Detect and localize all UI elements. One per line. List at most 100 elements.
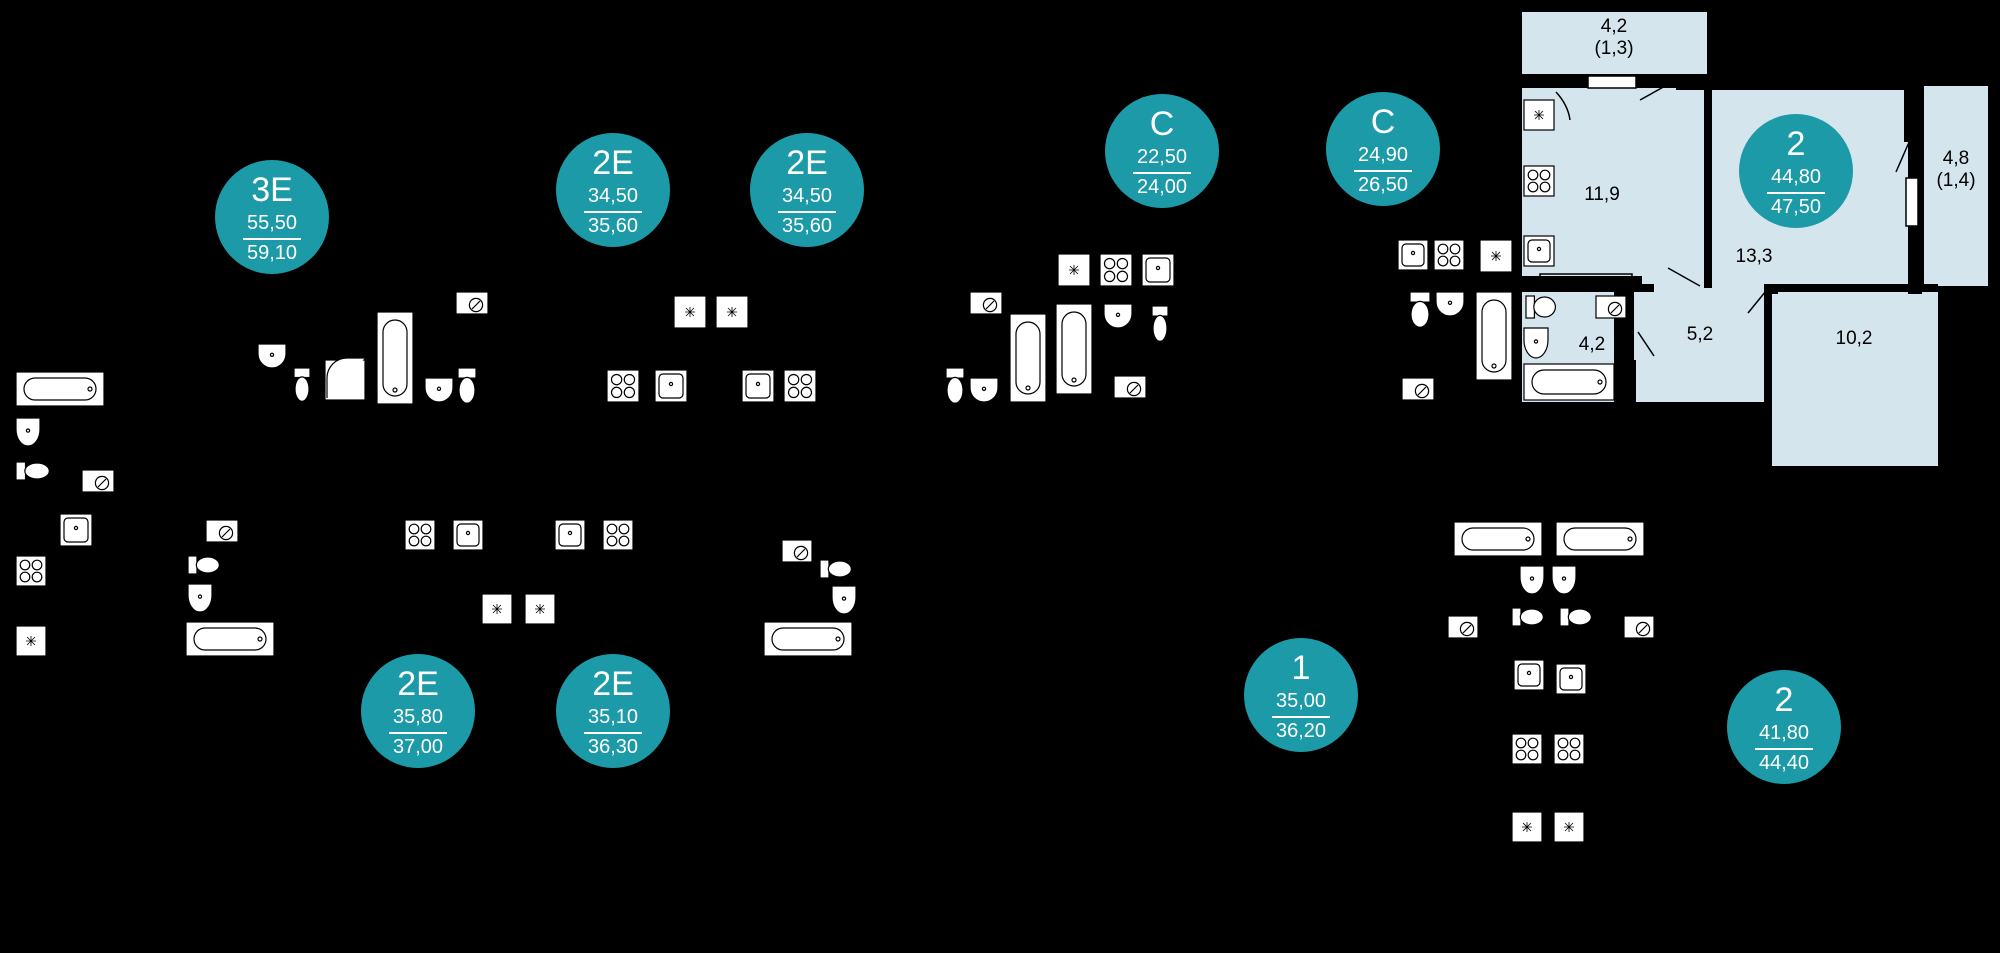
toilet-icon	[1525, 295, 1556, 319]
balcony-right-room[interactable]	[1924, 86, 1988, 286]
wall	[1522, 76, 1584, 88]
room-label-balcony: 4,2 (1,3)	[1594, 16, 1633, 60]
apartment-badge[interactable]: 2E 34,50 35,60	[750, 133, 864, 247]
bedroom-room[interactable]	[1772, 292, 1938, 466]
window	[1587, 75, 1919, 227]
washer-icon	[81, 469, 115, 493]
sink-icon	[59, 513, 93, 547]
sink-icon	[1519, 565, 1545, 595]
apartment-badge[interactable]: 2E 35,10 36,30	[556, 654, 670, 768]
balcony-room[interactable]	[1522, 12, 1707, 74]
room-area-sub: (1,3)	[1594, 38, 1634, 59]
stove-icon	[1099, 253, 1133, 287]
stove-icon	[1511, 733, 1543, 765]
room-area: 11,9	[1584, 184, 1620, 205]
toilet-icon	[1409, 291, 1431, 328]
apartment-type: C	[1149, 105, 1175, 143]
corridor-room[interactable]	[1642, 88, 1712, 288]
apartment-badge[interactable]: C 22,50 24,00	[1105, 94, 1219, 208]
stove-icon	[783, 369, 817, 403]
living-area: 44,80	[1770, 166, 1822, 188]
sink-icon	[654, 369, 688, 403]
washer-icon	[1401, 377, 1435, 401]
apartment-type: 1	[1291, 649, 1311, 687]
stove-icon	[404, 519, 436, 551]
sink-icon	[1435, 291, 1465, 317]
sink-icon	[1397, 239, 1429, 271]
living-area: 34,50	[587, 185, 639, 207]
total-area: 35,60	[587, 215, 639, 237]
bathtub-icon	[1453, 521, 1543, 557]
divider	[584, 732, 642, 734]
toilet-icon	[1511, 607, 1544, 627]
toilet-icon	[1559, 607, 1592, 627]
vent-icon	[1479, 239, 1513, 273]
total-area: 35,60	[781, 215, 833, 237]
sink-icon	[1141, 253, 1175, 287]
washer-icon	[1113, 375, 1147, 399]
wall	[1772, 284, 1938, 292]
apartment-badge[interactable]: 2 41,80 44,40	[1727, 670, 1841, 784]
divider	[584, 211, 642, 213]
apartment-badge[interactable]: 2E 35,80 37,00	[361, 654, 475, 768]
sink-icon	[831, 585, 857, 615]
vent-icon	[15, 625, 47, 657]
vent-icon	[1553, 811, 1585, 843]
living-area: 41,80	[1758, 722, 1810, 744]
sink-icon	[424, 377, 454, 403]
divider	[1767, 192, 1825, 194]
hall-room[interactable]	[1634, 286, 1764, 402]
apartment-badge[interactable]: 1 35,00 36,20	[1244, 638, 1358, 752]
room-area-sub: (1,4)	[1936, 170, 1976, 191]
wall	[1764, 284, 1778, 294]
bathtub-icon	[1555, 521, 1645, 557]
sink-icon	[1551, 565, 1577, 595]
vent-icon	[1057, 253, 1091, 287]
sink-icon	[554, 519, 586, 551]
apartment-badge[interactable]: 2E 34,50 35,60	[556, 133, 670, 247]
toilet-icon	[15, 461, 50, 481]
vent-icon	[481, 593, 513, 625]
apartment-type: 2	[1774, 681, 1794, 719]
sink-icon	[1555, 663, 1587, 695]
stove-icon	[602, 519, 634, 551]
bathtub-icon	[1009, 313, 1047, 403]
apartment-type: 3E	[251, 171, 293, 209]
total-area: 44,40	[1758, 752, 1810, 774]
toilet-icon	[945, 367, 965, 404]
apartment-type: 2E	[786, 144, 828, 182]
living-area: 35,10	[587, 706, 639, 728]
wall	[1614, 284, 1654, 292]
washer-icon	[1623, 615, 1655, 639]
living-area: 55,50	[246, 212, 298, 234]
washer-icon	[969, 291, 1003, 315]
apartment-badge[interactable]: 3E 55,50 59,10	[215, 160, 329, 274]
divider	[1755, 748, 1813, 750]
room-area: 13,3	[1735, 246, 1773, 267]
washer-icon	[781, 539, 813, 563]
sink-icon	[1513, 659, 1545, 691]
room-label-hall: 5,2	[1687, 324, 1713, 346]
bathtub-icon	[15, 371, 105, 407]
sink-icon	[187, 583, 213, 613]
sink-icon	[257, 343, 287, 369]
apartment-badge[interactable]: C 24,90 26,50	[1326, 92, 1440, 206]
vent-icon	[524, 593, 556, 625]
apartment-badge[interactable]: 2 44,80 47,50	[1739, 114, 1853, 228]
stove-icon	[1553, 733, 1585, 765]
total-area: 47,50	[1770, 196, 1822, 218]
room-label-kitchen: 11,9	[1584, 184, 1620, 206]
wall	[1704, 80, 1712, 288]
living-area: 22,50	[1136, 146, 1188, 168]
room-label-corridor: 13,3	[1736, 246, 1773, 268]
wall	[1630, 360, 1636, 402]
divider	[389, 732, 447, 734]
sink-icon	[15, 417, 41, 447]
apartment-type: 2E	[397, 665, 439, 703]
wall	[1764, 360, 1772, 466]
fixtures	[15, 99, 1655, 843]
washer-icon	[455, 291, 489, 315]
living-area: 34,50	[781, 185, 833, 207]
room-label-bedroom: 10,2	[1836, 328, 1873, 350]
